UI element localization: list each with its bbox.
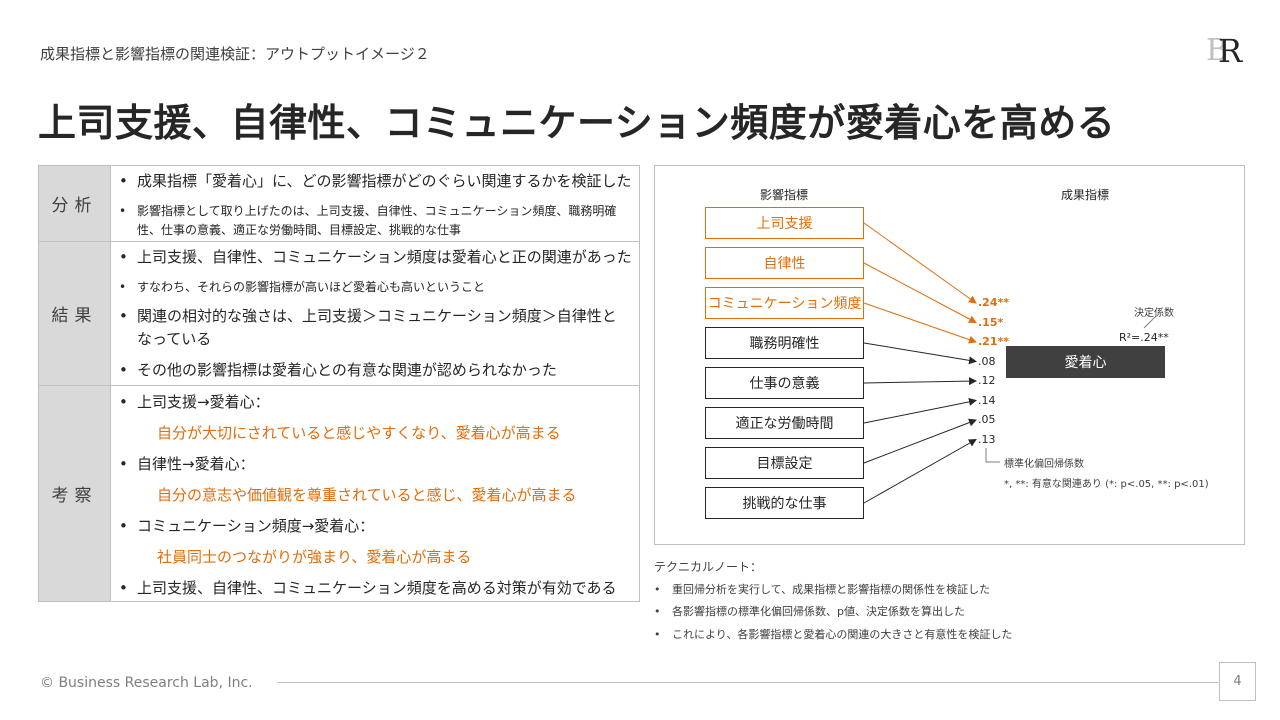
predictor-box: 上司支援 (705, 207, 864, 239)
slide-subtitle: 成果指標と影響指標の関連検証：アウトプットイメージ２ (40, 45, 430, 63)
path-arrow (863, 418, 977, 464)
discussion-bullet: •上司支援→愛着心： (119, 393, 270, 411)
discussion-explanation: 社員同士のつながりが強まり、愛着心が高まる (157, 548, 472, 566)
predictor-box: 自律性 (705, 247, 864, 279)
regression-diagram-frame (654, 165, 1245, 545)
discussion-bullet: •上司支援、自律性、コミュニケーション頻度を高める対策が有効である (119, 579, 617, 597)
predictor-box: 適正な労働時間 (705, 407, 864, 439)
discussion-content: •上司支援→愛着心： 自分が大切にされていると感じやすくなり、愛着心が高まる •… (111, 386, 639, 601)
predictor-column-header: 影響指標 (760, 188, 809, 202)
predictor-box: 目標設定 (705, 447, 864, 479)
r2-value: R²=.24** (1119, 331, 1169, 344)
path-arrow (863, 377, 977, 386)
result-bullet: •その他の影響指標は愛着心との有意な関連が認められなかった (119, 361, 557, 379)
analysis-bullet: •成果指標「愛着心」に、どの影響指標がどのぐらい関連するかを検証した (119, 172, 632, 190)
coefficient-label: .08 (978, 354, 996, 368)
coefficient-label: .24** (978, 296, 1009, 309)
summary-table: 分析 •成果指標「愛着心」に、どの影響指標がどのぐらい関連するかを検証した •影… (38, 165, 640, 602)
analysis-row: 分析 •成果指標「愛着心」に、どの影響指標がどのぐらい関連するかを検証した •影… (39, 166, 639, 242)
coefficient-label: .05 (978, 413, 996, 426)
outcome-box: 愛着心 (1006, 346, 1165, 378)
predictor-box: コミュニケーション頻度 (705, 287, 864, 319)
coef-caption: 標準化偏回帰係数 (1004, 459, 1084, 470)
r2-label-leader (1143, 315, 1157, 329)
path-arrow (863, 222, 977, 304)
path-arrow (863, 439, 977, 504)
result-content: •上司支援、自律性、コミュニケーション頻度は愛着心と正の関連があった •すなわち… (111, 242, 639, 385)
discussion-row: 考察 •上司支援→愛着心： 自分が大切にされていると感じやすくなり、愛着心が高ま… (39, 386, 639, 601)
coefficient-label: .15* (978, 315, 1004, 329)
outcome-column-header: 成果指標 (1061, 188, 1110, 202)
discussion-explanation: 自分の意志や価値観を尊重されていると感じ、愛着心が高まる (157, 486, 577, 504)
result-row: 結果 •上司支援、自律性、コミュニケーション頻度は愛着心と正の関連があった •す… (39, 242, 639, 386)
path-arrow (863, 262, 977, 323)
predictor-box: 職務明確性 (705, 327, 864, 359)
result-header: 結果 (39, 242, 111, 385)
coefficient-label: .12 (978, 374, 996, 387)
path-arrow (863, 397, 977, 424)
result-bullet: •すなわち、それらの影響指標が高いほど愛着心も高いということ (119, 280, 486, 294)
svg-text:R: R (1218, 32, 1243, 68)
analysis-header: 分析 (39, 166, 111, 241)
page-number: 4 (1219, 662, 1256, 701)
analysis-bullet: •影響指標として取り上げたのは、上司支援、自律性、コミュニケーション頻度、職務明… (119, 204, 617, 218)
path-arrow (863, 342, 977, 365)
analysis-content: •成果指標「愛着心」に、どの影響指標がどのぐらい関連するかを検証した •影響指標… (111, 166, 639, 241)
result-bullet: •上司支援、自律性、コミュニケーション頻度は愛着心と正の関連があった (119, 248, 632, 266)
company-logo: B R (1204, 28, 1252, 70)
svg-text:B: B (1206, 33, 1228, 68)
coefficient-label: .21** (978, 335, 1009, 348)
discussion-bullet: •自律性→愛着心： (119, 455, 255, 473)
predictor-box: 仕事の意義 (705, 367, 864, 399)
discussion-explanation: 自分が大切にされていると感じやすくなり、愛着心が高まる (157, 424, 561, 442)
coef-label-leader (985, 448, 1000, 463)
slide-title: 上司支援、自律性、コミュニケーション頻度が愛着心を高める (38, 101, 1116, 145)
analysis-bullet-continuation: 性、仕事の意義、適正な労働時間、目標設定、挑戦的な仕事 (137, 223, 462, 237)
technical-note-item: •各影響指標の標準化偏回帰係数、p値、決定係数を算出した (654, 605, 965, 618)
technical-note-title: テクニカルノート： (654, 560, 763, 574)
coefficient-label: .13 (978, 432, 996, 446)
discussion-bullet: •コミュニケーション頻度→愛着心： (119, 517, 375, 535)
significance-note: *, **: 有意な関連あり (*: p<.05, **: p<.01) (1004, 479, 1209, 490)
result-bullet: •関連の相対的な強さは、上司支援＞コミュニケーション頻度＞自律性と (119, 307, 617, 325)
predictor-box: 挑戦的な仕事 (705, 487, 864, 519)
copyright-text: © Business Research Lab, Inc. (40, 675, 253, 691)
discussion-header: 考察 (39, 386, 111, 601)
r2-caption: 決定係数 (1134, 308, 1174, 319)
technical-note-item: •重回帰分析を実行して、成果指標と影響指標の関係性を検証した (654, 583, 991, 596)
result-bullet-continuation: なっている (137, 330, 212, 348)
coefficient-label: .14 (978, 393, 996, 407)
footer-divider (278, 682, 1218, 683)
path-arrow (863, 302, 977, 344)
technical-note-item: •これにより、各影響指標と愛着心の関連の大きさと有意性を検証した (654, 628, 1013, 641)
